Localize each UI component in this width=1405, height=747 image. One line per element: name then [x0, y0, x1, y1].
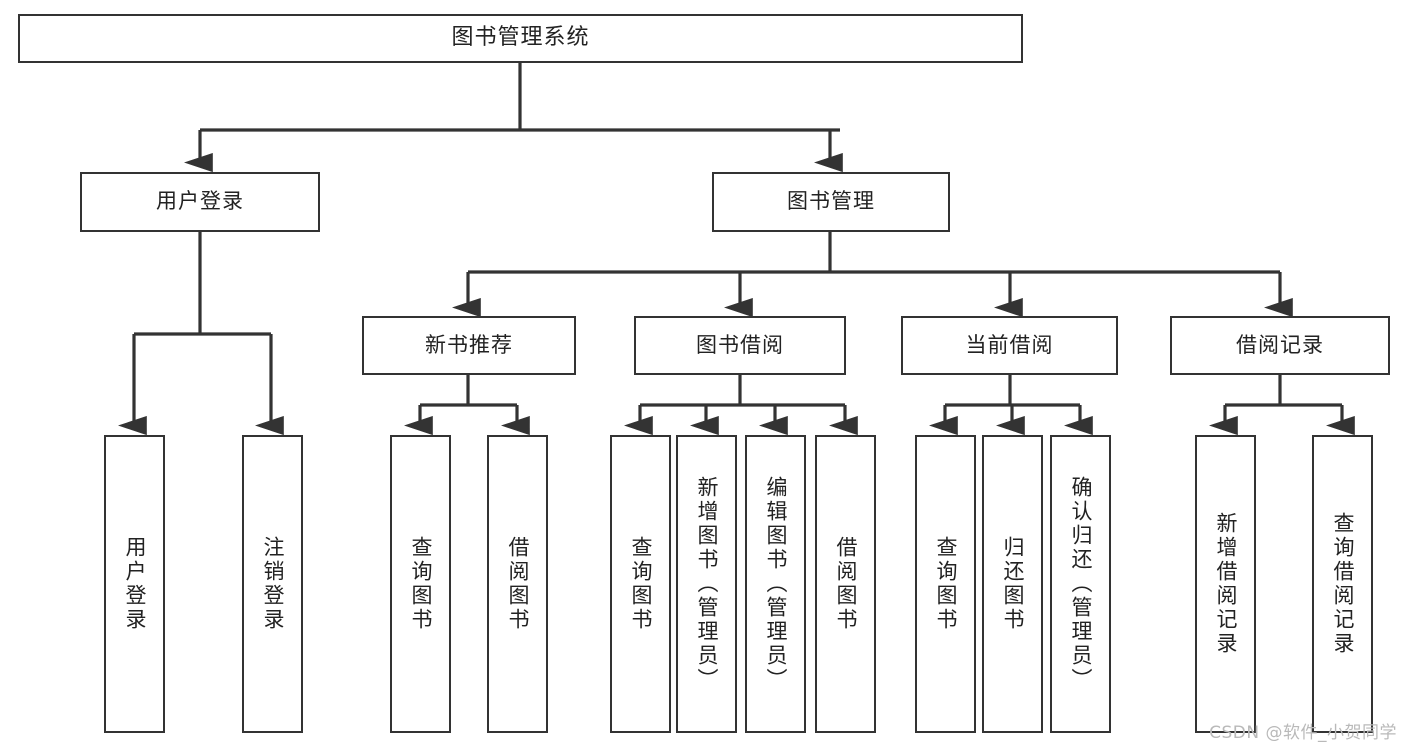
leaf-current-borrow-1[interactable]: 归还图书	[982, 435, 1043, 733]
node-book-borrow-label: 图书借阅	[696, 332, 784, 357]
leaf-book-borrow-1[interactable]: 新增图书（管理员）	[676, 435, 737, 733]
leaf-book-borrow-3[interactable]: 借阅图书	[815, 435, 876, 733]
node-user-login-label: 用户登录	[156, 189, 244, 214]
leaf-label: 注销登录	[260, 536, 285, 632]
node-root[interactable]: 图书管理系统	[18, 14, 1023, 63]
leaf-label: 借阅图书	[833, 536, 858, 632]
leaf-borrow-record-1[interactable]: 查询借阅记录	[1312, 435, 1373, 733]
leaf-borrow-record-0[interactable]: 新增借阅记录	[1195, 435, 1256, 733]
leaf-user-login-0[interactable]: 用户登录	[104, 435, 165, 733]
node-new-book-rec[interactable]: 新书推荐	[362, 316, 576, 375]
node-new-book-rec-label: 新书推荐	[425, 332, 513, 357]
leaf-label: 新增图书（管理员）	[694, 476, 719, 692]
leaf-label: 查询图书	[408, 536, 433, 632]
node-book-manage[interactable]: 图书管理	[712, 172, 950, 232]
leaf-book-borrow-2[interactable]: 编辑图书（管理员）	[745, 435, 806, 733]
leaf-label: 新增借阅记录	[1213, 512, 1238, 656]
leaf-label: 查询借阅记录	[1330, 512, 1355, 656]
node-user-login[interactable]: 用户登录	[80, 172, 320, 232]
leaf-label: 编辑图书（管理员）	[763, 476, 788, 692]
node-current-borrow-label: 当前借阅	[965, 332, 1054, 357]
leaf-current-borrow-2[interactable]: 确认归还（管理员）	[1050, 435, 1111, 733]
node-book-borrow[interactable]: 图书借阅	[634, 316, 846, 375]
leaf-label: 借阅图书	[505, 536, 530, 632]
node-book-manage-label: 图书管理	[787, 189, 875, 214]
leaf-label: 确认归还（管理员）	[1068, 476, 1093, 692]
leaf-book-borrow-0[interactable]: 查询图书	[610, 435, 671, 733]
leaf-label: 归还图书	[1000, 536, 1025, 632]
leaf-current-borrow-0[interactable]: 查询图书	[915, 435, 976, 733]
node-borrow-record-label: 借阅记录	[1236, 332, 1324, 357]
watermark: CSDN @软件_小贺同学	[1209, 723, 1397, 743]
node-root-label: 图书管理系统	[451, 25, 590, 51]
leaf-label: 用户登录	[122, 536, 147, 632]
node-current-borrow[interactable]: 当前借阅	[901, 316, 1118, 375]
node-borrow-record[interactable]: 借阅记录	[1170, 316, 1390, 375]
leaf-label: 查询图书	[933, 536, 958, 632]
leaf-new-book-rec-1[interactable]: 借阅图书	[487, 435, 548, 733]
leaf-user-login-1[interactable]: 注销登录	[242, 435, 303, 733]
leaf-new-book-rec-0[interactable]: 查询图书	[390, 435, 451, 733]
leaf-label: 查询图书	[628, 536, 653, 632]
